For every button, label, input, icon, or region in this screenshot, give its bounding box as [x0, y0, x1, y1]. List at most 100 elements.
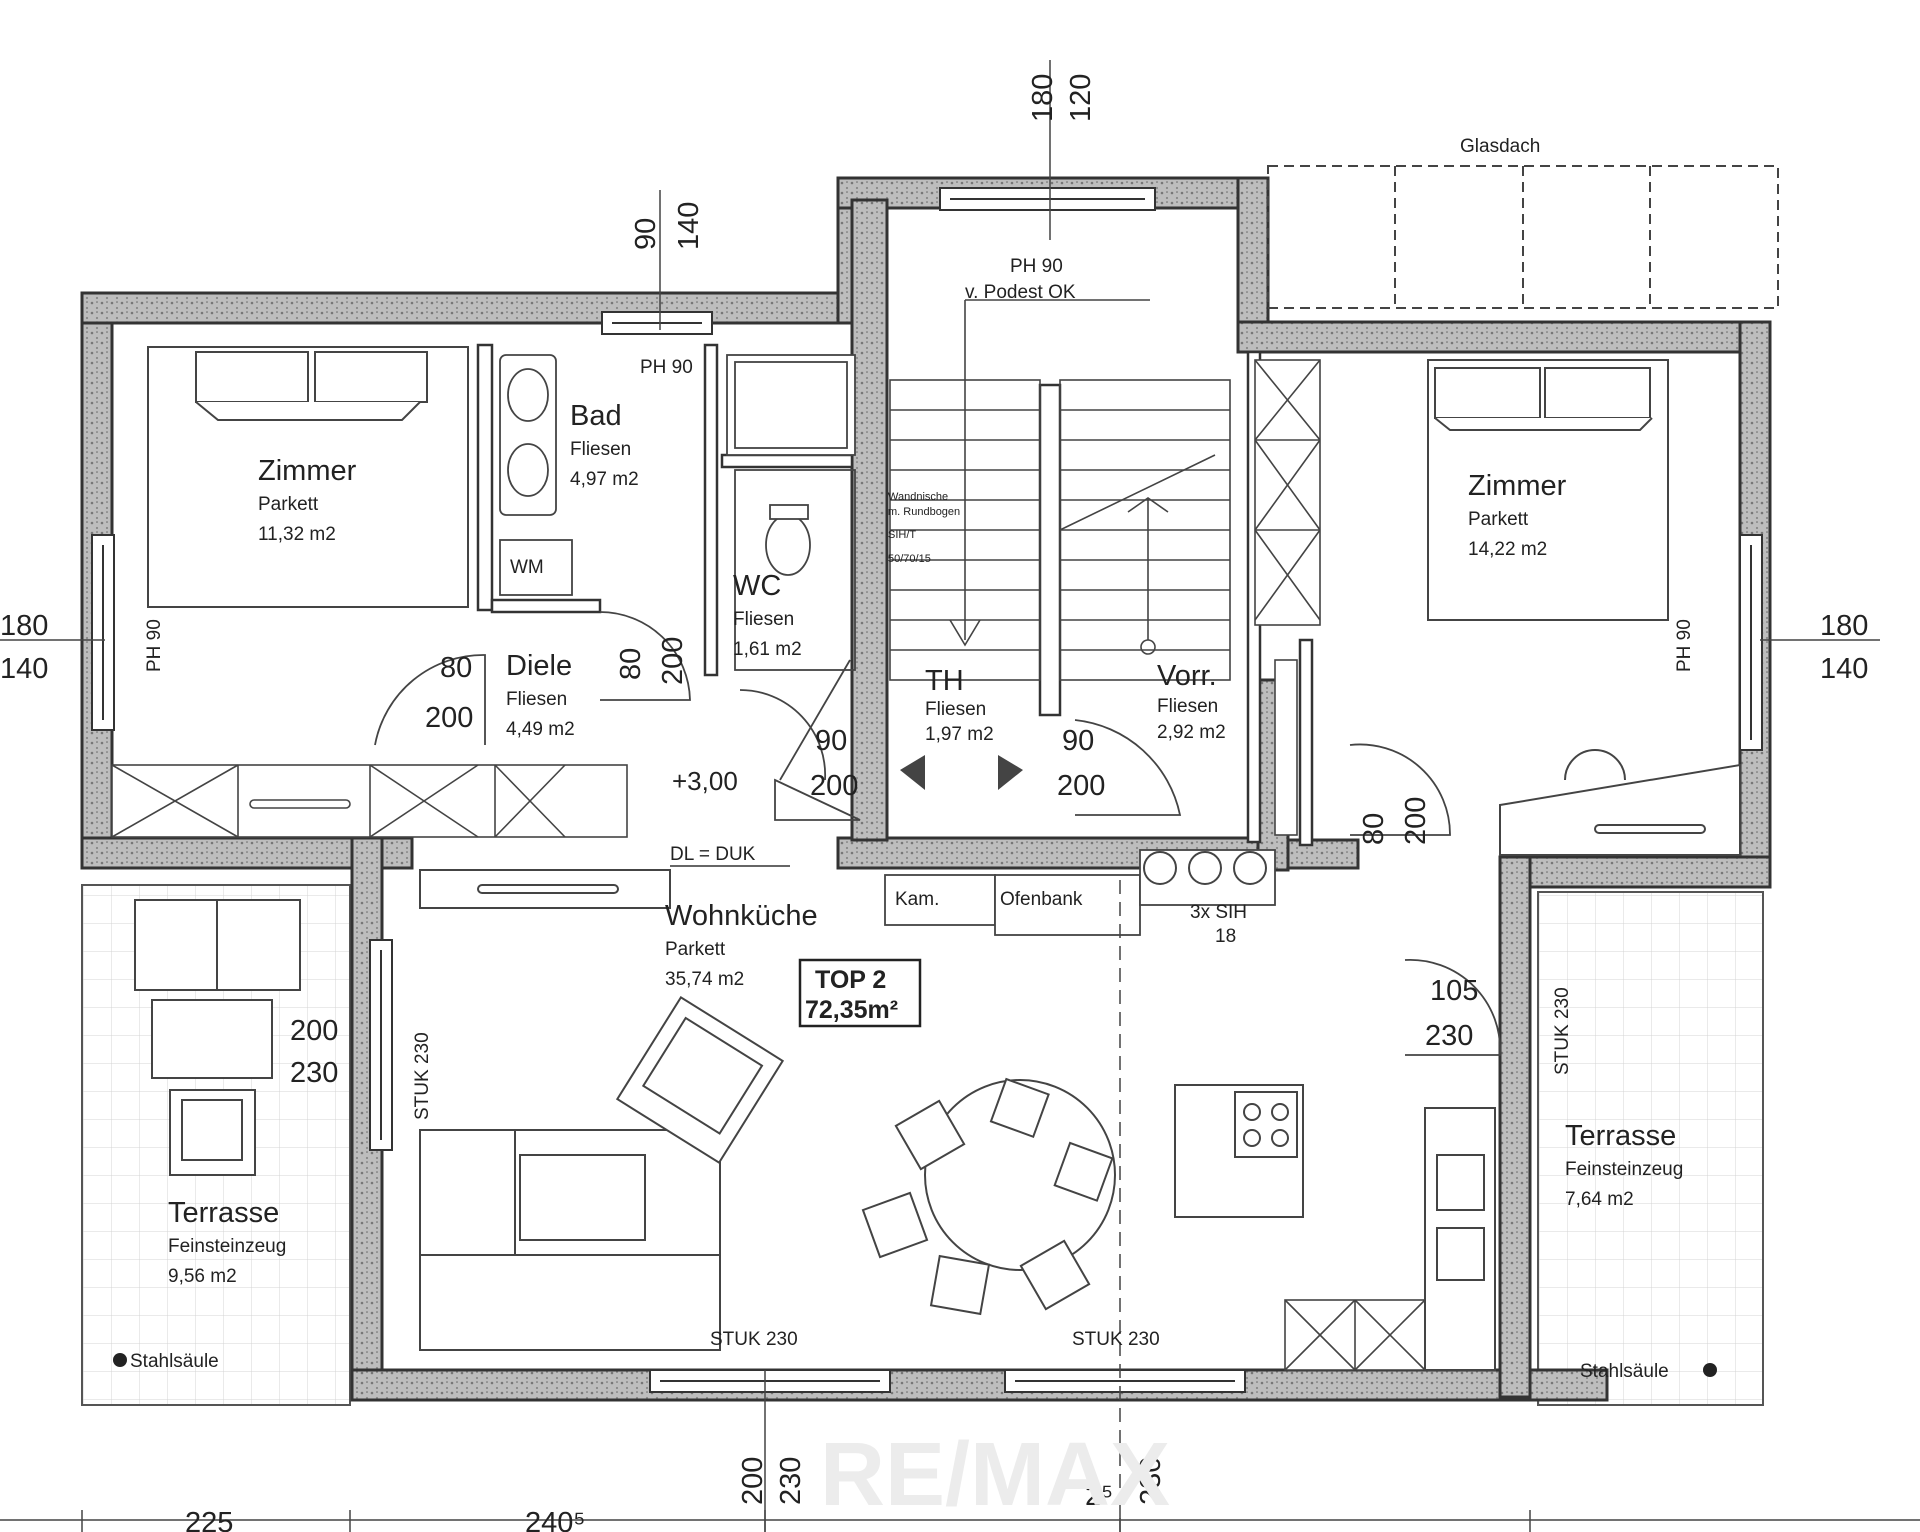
stair-wall-note-3: SIH/T [888, 529, 916, 541]
arrow-marker-left [900, 755, 925, 790]
diele-name: Diele [506, 650, 572, 682]
stuk-bottom-1: STUK 230 [710, 1329, 798, 1350]
wc-name: WC [733, 570, 781, 602]
vorr-floor: Fliesen [1157, 696, 1218, 717]
ph90-left: PH 90 [144, 619, 165, 672]
zimmer-right-area: 14,22 m2 [1468, 539, 1547, 560]
vorr-area: 2,92 m2 [1157, 722, 1226, 743]
dimension-lines [0, 60, 1920, 1532]
bed-right [1427, 359, 1669, 621]
glass-roof [1267, 165, 1779, 309]
sih-label: 3x SIH [1190, 902, 1247, 923]
diele-area: 4,49 m2 [506, 719, 575, 740]
th-area: 1,97 m2 [925, 724, 994, 745]
stahlsaeule-right: Stahlsäule [1580, 1361, 1669, 1382]
dim-bottom-230: 230 [775, 1457, 807, 1505]
wohnkueche-name: Wohnküche [665, 900, 818, 932]
stuk-left: STUK 230 [412, 1032, 433, 1120]
bad-area: 4,97 m2 [570, 469, 639, 490]
ph90-right: PH 90 [1674, 619, 1695, 672]
bad-floor: Fliesen [570, 439, 631, 460]
sih-icons [1143, 851, 1267, 885]
dim-bad-door-200: 200 [657, 637, 689, 685]
unit-area: 72,35m² [805, 996, 898, 1024]
dim-top-120: 120 [1065, 74, 1097, 122]
terrace-right-floor [1537, 891, 1764, 1406]
unit-label-box [798, 958, 922, 1028]
stair-note-podest: v. Podest OK [965, 282, 1076, 303]
dim-right-140: 140 [1820, 653, 1868, 685]
wohnkueche-area: 35,74 m2 [665, 969, 744, 990]
dim-th-200-left: 200 [810, 770, 858, 802]
dl-duk-label: DL = DUK [670, 844, 756, 865]
th-name: TH [925, 665, 964, 697]
stair-wall-note-4: 50/70/15 [888, 553, 931, 565]
watermark: RE/MAX [820, 1425, 1170, 1525]
doors [374, 611, 1502, 1056]
ph90-bad: PH 90 [640, 357, 693, 378]
kam-label: Kam. [895, 889, 939, 910]
level-label: +3,00 [672, 766, 738, 796]
stuk-bottom-2: STUK 230 [1072, 1329, 1160, 1350]
zimmer-left-floor: Parkett [258, 494, 319, 515]
dim-th-90-right: 90 [1062, 725, 1094, 757]
steel-column-right [1703, 1363, 1717, 1377]
terrasse-left-area: 9,56 m2 [168, 1266, 237, 1287]
dim-zimmer-200: 200 [1400, 797, 1432, 845]
wc-area: 1,61 m2 [733, 639, 802, 660]
dim-top-180: 180 [1027, 74, 1059, 122]
terrasse-right-floor: Feinsteinzeug [1565, 1159, 1683, 1180]
bathroom-fixtures [499, 354, 856, 671]
dim-left-180: 180 [0, 610, 48, 642]
dim-diele-200: 200 [425, 702, 473, 734]
dim-terrace-right-105: 105 [1430, 975, 1478, 1007]
vorr-name: Vorr. [1157, 660, 1217, 692]
unit-label: TOP 2 [815, 966, 886, 994]
ofenbank-label: Ofenbank [1000, 889, 1083, 910]
stair-note-ph: PH 90 [1010, 256, 1063, 277]
wohnkueche-floor: Parkett [665, 939, 726, 960]
dim-bottom-230-b: 230 [1135, 1457, 1167, 1505]
terrasse-right-area: 7,64 m2 [1565, 1189, 1634, 1210]
interior-walls [476, 343, 1314, 847]
bed-left [147, 346, 469, 608]
dim-bad-140: 140 [673, 202, 705, 250]
stair-wall-note-2: m. Rundbogen [888, 506, 960, 518]
wc-floor: Fliesen [733, 609, 794, 630]
stair-wall-note-1: Wandnische [888, 491, 948, 503]
staircase [889, 299, 1231, 681]
zimmer-right-floor: Parkett [1468, 509, 1529, 530]
terrasse-right-name: Terrasse [1565, 1120, 1676, 1152]
wardrobes [111, 359, 1426, 1371]
steel-column-left [113, 1353, 127, 1367]
windows [91, 187, 1763, 1393]
dim-bad-90: 90 [630, 218, 662, 250]
dim-th-200-right: 200 [1057, 770, 1105, 802]
zimmer-right-name: Zimmer [1468, 470, 1567, 502]
terrasse-left-name: Terrasse [168, 1197, 279, 1229]
terrasse-left-floor: Feinsteinzeug [168, 1236, 286, 1257]
dim-bottom-2: 2⁵ [1085, 1480, 1113, 1512]
dim-bad-door-80: 80 [615, 648, 647, 680]
stahlsaeule-left: Stahlsäule [130, 1351, 219, 1372]
th-floor: Fliesen [925, 699, 986, 720]
terrace-furniture [134, 899, 301, 1176]
dim-left-140: 140 [0, 653, 48, 685]
dim-right-180: 180 [1820, 610, 1868, 642]
dim-th-90-left: 90 [815, 725, 847, 757]
stuk-right: STUK 230 [1552, 987, 1573, 1075]
dim-terrace-200: 200 [290, 1015, 338, 1047]
dim-terrace-right-230: 230 [1425, 1020, 1473, 1052]
sih-number: 18 [1215, 926, 1236, 947]
dim-bottom-200: 200 [737, 1457, 769, 1505]
bad-name: Bad [570, 400, 622, 432]
living-furniture [419, 869, 1496, 1371]
arrow-marker-right [998, 755, 1023, 790]
dim-diele-80: 80 [440, 652, 472, 684]
dim-base-225: 225 [185, 1507, 233, 1532]
wm-label: WM [510, 557, 544, 578]
desk-right [1499, 749, 1741, 856]
dim-zimmer-80: 80 [1358, 813, 1390, 845]
diele-floor: Fliesen [506, 689, 567, 710]
